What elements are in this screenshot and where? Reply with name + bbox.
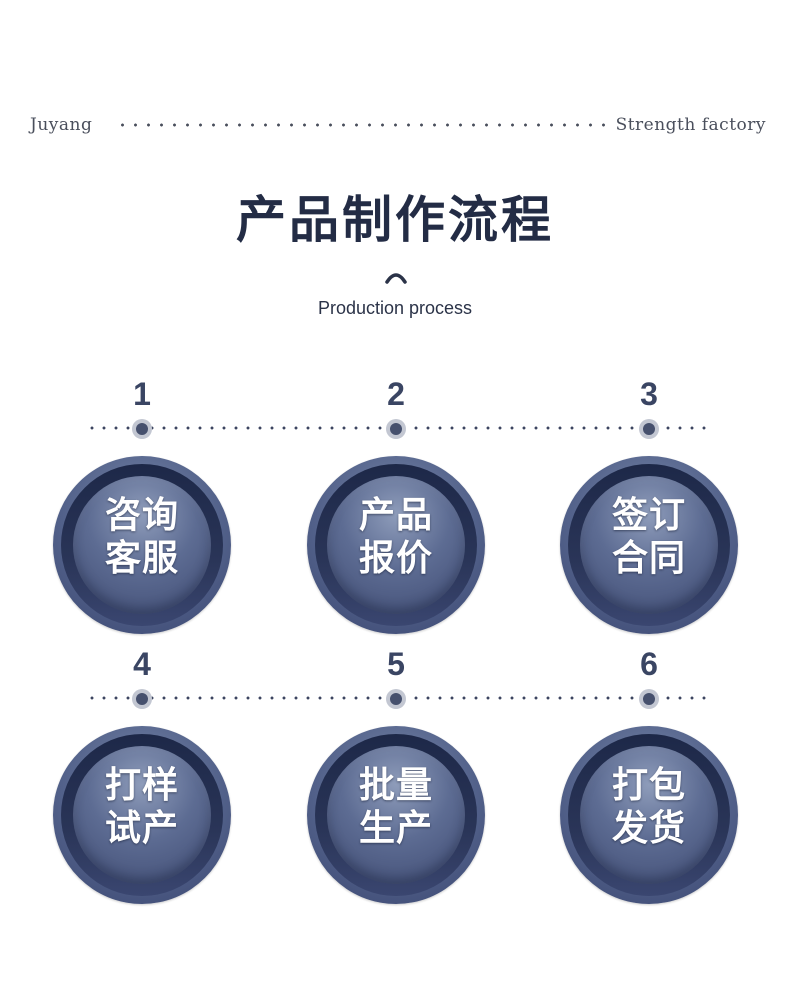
top-bar: Juyang Strength factory (30, 113, 766, 137)
step-marker-icon (386, 689, 406, 709)
step-label: 打包 发货 (611, 765, 686, 849)
process-step-1: 1 咨询 客服 (52, 370, 232, 640)
step-number: 3 (640, 376, 658, 412)
step-badge: 产品 报价 (307, 456, 485, 634)
step-badge: 批量 生产 (307, 726, 485, 904)
step-label: 打样 试产 (104, 765, 179, 849)
process-step-6: 6 打包 发货 (559, 640, 739, 910)
arch-icon (385, 273, 407, 284)
step-badge: 咨询 客服 (53, 456, 231, 634)
step-badge: 打样 试产 (53, 726, 231, 904)
process-step-5: 5 批量 生产 (306, 640, 486, 910)
step-marker-icon (132, 419, 152, 439)
dotted-divider (116, 123, 608, 127)
step-badge: 打包 发货 (560, 726, 738, 904)
step-number: 6 (640, 646, 658, 682)
process-row-1: 1 咨询 客服 2 产品 报价 3 签订 合同 (0, 370, 790, 640)
step-label: 批量 生产 (358, 765, 433, 849)
tagline-text: Strength factory (615, 115, 766, 135)
step-marker-icon (639, 419, 659, 439)
process-row-2: 4 打样 试产 5 批量 生产 6 打包 发货 (0, 640, 790, 910)
step-badge: 签订 合同 (560, 456, 738, 634)
step-marker-icon (132, 689, 152, 709)
step-label: 签订 合同 (611, 495, 686, 579)
step-number: 2 (387, 376, 405, 412)
step-label: 产品 报价 (358, 495, 433, 579)
step-label: 咨询 客服 (104, 495, 179, 579)
page-subtitle: Production process (317, 298, 473, 318)
page-title: 产品制作流程 (236, 191, 554, 249)
step-number: 5 (387, 646, 405, 682)
step-marker-icon (639, 689, 659, 709)
process-step-4: 4 打样 试产 (52, 640, 232, 910)
step-marker-icon (386, 419, 406, 439)
process-step-3: 3 签订 合同 (559, 370, 739, 640)
process-step-2: 2 产品 报价 (306, 370, 486, 640)
step-number: 1 (133, 376, 151, 412)
step-number: 4 (133, 646, 151, 682)
brand-text: Juyang (30, 115, 93, 135)
